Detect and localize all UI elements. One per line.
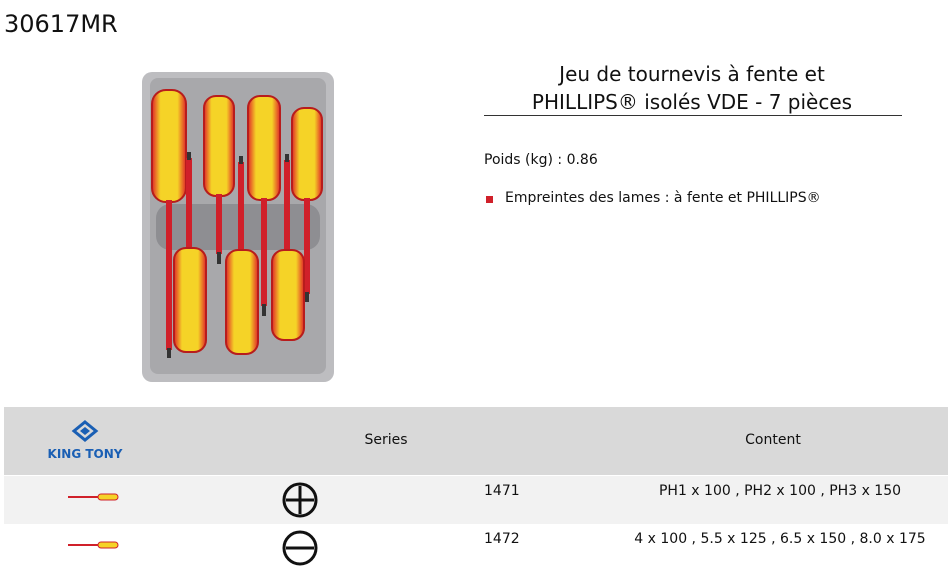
logo-text: KING TONY	[48, 447, 123, 461]
screwdriver-thumbnail-icon	[68, 493, 119, 501]
table-row: 1471 PH1 x 100 , PH2 x 100 , PH3 x 150	[4, 476, 948, 524]
title-divider	[484, 115, 902, 116]
feature-text: Empreintes des lames : à fente et PHILLI…	[505, 190, 821, 206]
table-header	[4, 407, 948, 475]
column-header-series: Series	[364, 432, 408, 448]
bullet-icon	[486, 195, 493, 203]
phillips-icon	[282, 482, 318, 518]
product-weight: Poids (kg) : 0.86	[484, 152, 598, 168]
content-value: PH1 x 100 , PH2 x 100 , PH3 x 150	[658, 483, 902, 499]
product-title-line-2: PHILLIPS® isolés VDE - 7 pièces	[531, 90, 853, 114]
series-value: 1471	[484, 483, 520, 499]
feature-item: Empreintes des lames : à fente et PHILLI…	[484, 190, 821, 206]
king-tony-logo: KING TONY	[44, 420, 126, 462]
slotted-icon	[282, 530, 318, 566]
column-header-content: Content	[745, 432, 801, 448]
table-row: 1472 4 x 100 , 5.5 x 125 , 6.5 x 150 , 8…	[4, 524, 948, 572]
product-title-line-1: Jeu de tournevis à fente et	[559, 62, 825, 86]
screwdriver-thumbnail-icon	[68, 541, 119, 549]
product-sku: 30617MR	[4, 10, 118, 38]
product-image	[142, 72, 334, 382]
product-title: Jeu de tournevis à fente et PHILLIPS® is…	[484, 60, 900, 116]
series-value: 1472	[484, 531, 520, 547]
content-value: 4 x 100 , 5.5 x 125 , 6.5 x 150 , 8.0 x …	[634, 531, 926, 547]
king-tony-logo-icon: KING TONY	[48, 420, 123, 461]
